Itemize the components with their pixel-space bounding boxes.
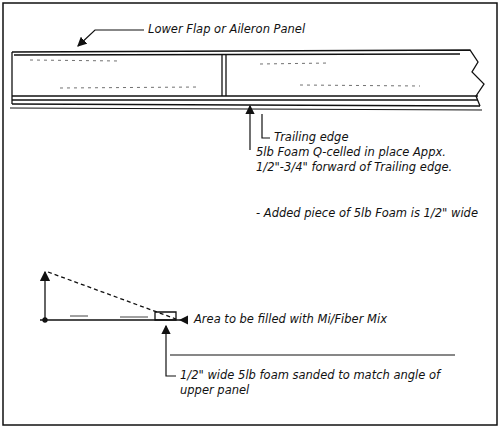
frame [3,3,497,425]
leader-line [262,114,270,138]
note-label: 1/2" wide 5lb foam sanded to match angle… [180,368,460,398]
leader-line [166,326,176,376]
note-label: - Added piece of 5lb Foam is 1/2" wide [256,206,481,221]
flap-panel [10,50,484,110]
leader-line [78,30,144,46]
cross-section [40,272,180,322]
leader-line [249,106,250,150]
divider-line [170,354,455,355]
note-label: Trailing edge [274,130,474,145]
note-label: 5lb Foam Q-celled in place Appx. 1/2"-3/… [256,145,481,175]
note-label: Lower Flap or Aileron Panel [148,22,468,37]
note-label: Area to be filled with Mi/Fiber Mix [194,312,394,327]
leader-line [180,319,188,320]
